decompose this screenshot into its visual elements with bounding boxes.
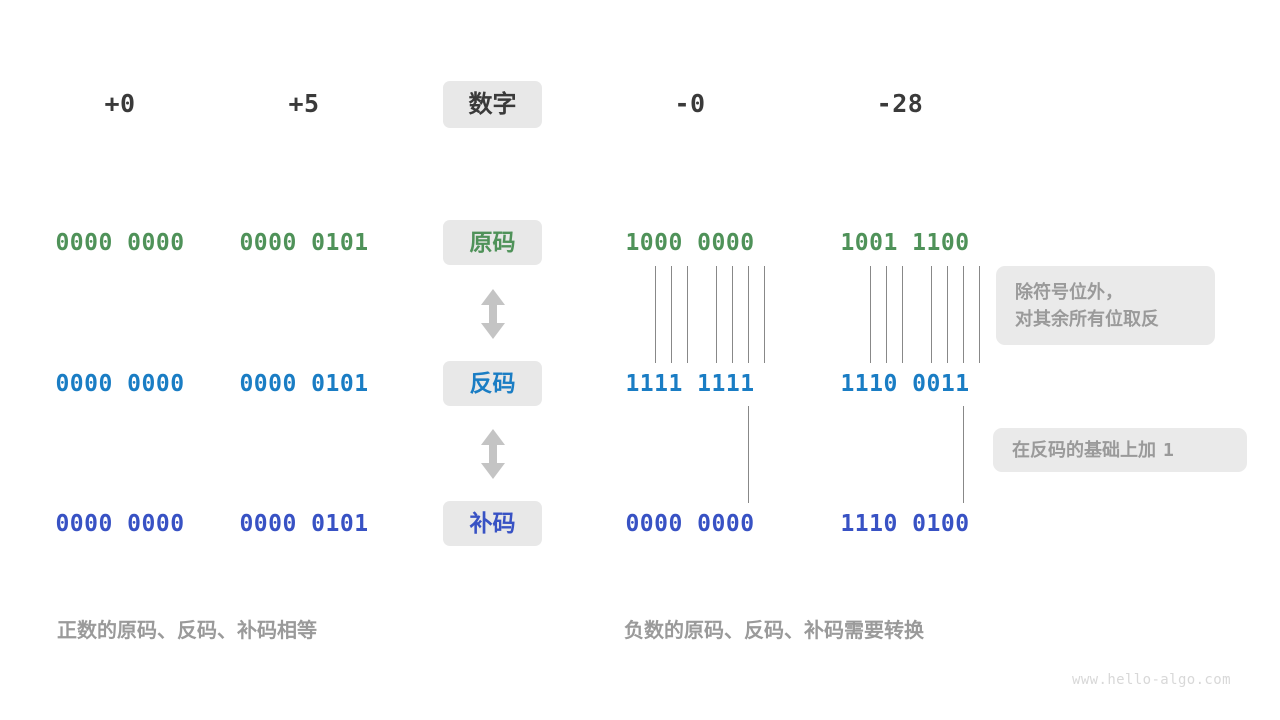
cell-yuanma-minus-28: 1001 1100 — [840, 230, 970, 256]
cell-yuanma-minus-zero: 1000 0000 — [625, 230, 755, 256]
connector-line — [687, 266, 688, 363]
note-invert-bits-line2: 对其余所有位取反 — [1015, 309, 1159, 329]
connector-line — [886, 266, 887, 363]
watermark: www.hello-algo.com — [1072, 672, 1231, 688]
connector-line — [655, 266, 656, 363]
connector-line — [931, 266, 932, 363]
note-add-one: 在反码的基础上加 1 — [993, 428, 1247, 472]
cell-fanma-plus-five: 0000 0101 — [239, 371, 369, 397]
cell-fanma-minus-zero: 1111 1111 — [625, 371, 755, 397]
connector-line — [963, 266, 964, 363]
note-invert-bits-line1: 除符号位外， — [1015, 282, 1123, 302]
header-label-chip: 数字 — [443, 81, 542, 128]
cell-buma-minus-zero: 0000 0000 — [625, 511, 755, 537]
up-down-arrow-icon — [478, 288, 508, 340]
connector-line — [671, 266, 672, 363]
header-number-plus-zero: +0 — [104, 89, 136, 118]
up-down-arrow-icon — [478, 428, 508, 480]
connector-line — [870, 266, 871, 363]
connector-line — [979, 266, 980, 363]
connector-line — [902, 266, 903, 363]
cell-buma-minus-28: 1110 0100 — [840, 511, 970, 537]
caption-negative: 负数的原码、反码、补码需要转换 — [624, 620, 924, 642]
cell-buma-plus-zero: 0000 0000 — [55, 511, 185, 537]
header-number-minus-zero: -0 — [674, 89, 706, 118]
row-label-yuanma: 原码 — [443, 220, 542, 265]
connector-line — [764, 266, 765, 363]
caption-positive: 正数的原码、反码、补码相等 — [57, 620, 317, 642]
cell-yuanma-plus-zero: 0000 0000 — [55, 230, 185, 256]
connector-line — [963, 406, 964, 503]
header-number-minus-28: -28 — [876, 89, 924, 118]
row-label-fanma: 反码 — [443, 361, 542, 406]
note-invert-bits: 除符号位外， 对其余所有位取反 — [996, 266, 1215, 345]
connector-line — [716, 266, 717, 363]
note-add-one-value: 1 — [1163, 440, 1174, 461]
connector-line — [947, 266, 948, 363]
cell-fanma-minus-28: 1110 0011 — [840, 371, 970, 397]
cell-yuanma-plus-five: 0000 0101 — [239, 230, 369, 256]
connector-line — [748, 406, 749, 503]
row-label-buma: 补码 — [443, 501, 542, 546]
connector-line — [748, 266, 749, 363]
cell-buma-plus-five: 0000 0101 — [239, 511, 369, 537]
connector-line — [732, 266, 733, 363]
header-number-plus-five: +5 — [288, 89, 320, 118]
cell-fanma-plus-zero: 0000 0000 — [55, 371, 185, 397]
note-add-one-text: 在反码的基础上加 — [1012, 440, 1156, 460]
